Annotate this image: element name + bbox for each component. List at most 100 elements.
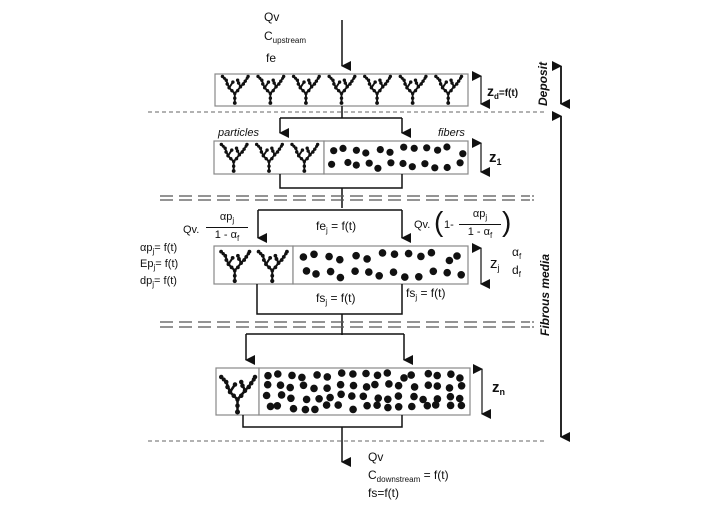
deposit-region-label: Deposit (536, 61, 550, 106)
fiber-dot (390, 250, 399, 258)
fiber-dot (410, 144, 418, 152)
fiber-dot (310, 250, 318, 259)
fiber-dot (328, 160, 336, 168)
fiber-dot (408, 163, 416, 171)
fiber-dot (423, 401, 432, 410)
fiber-dot (387, 159, 395, 167)
fiber-dot (371, 380, 379, 389)
fiber-dot (263, 380, 272, 389)
zd-base: z (487, 83, 494, 99)
fsj-right-sub: j (415, 293, 418, 302)
fiber-dot (365, 268, 373, 276)
right-num-sub: j (485, 213, 488, 223)
zj-base: z (490, 255, 498, 272)
z1-sub: 1 (496, 157, 502, 167)
fiber-dot (384, 403, 392, 412)
particles-label: particles (218, 127, 259, 139)
fiber-dot (325, 252, 333, 261)
fiber-dot (315, 395, 323, 403)
deposit-thickness-label: zd=f(t) (487, 84, 518, 101)
fiber-dot (363, 255, 371, 263)
fiber-dot (363, 401, 371, 410)
fiber-dot (374, 164, 382, 172)
fiber-dot (326, 393, 334, 402)
right-den-sub: f (490, 231, 493, 241)
dpj-sub: j (152, 280, 155, 289)
right-flow-denominator: 1 - αf (459, 225, 501, 240)
fiber-dot (419, 395, 427, 404)
fiber-dot (266, 402, 275, 411)
fiber-dot (336, 273, 345, 282)
fiber-dot (274, 370, 282, 378)
fiber-dot (301, 405, 310, 414)
fiber-dot (264, 371, 272, 380)
fiber-dot (399, 159, 407, 168)
left-num-sub: j (232, 216, 235, 226)
outlet-sieve-label: fs=f(t) (368, 486, 400, 500)
fiber-dot (421, 160, 429, 168)
fiber-dot (400, 143, 408, 151)
inlet-concentration-sub: upstream (272, 36, 307, 45)
layer-j-particles-box (213, 245, 294, 285)
layer-1-fiber-dots (328, 143, 467, 172)
fiber-dot (407, 371, 416, 379)
fiber-dot (447, 370, 455, 379)
apj-base: αp (140, 242, 153, 254)
fsj-right-base: fs (406, 286, 416, 300)
left-den-sub: f (237, 234, 240, 244)
fiber-dot (446, 392, 455, 401)
outlet-c-suffix: = f(t) (420, 468, 449, 482)
fibers-label: fibers (438, 127, 465, 139)
particle-porosity-label: αpj= f(t) (140, 243, 177, 256)
right-flow-fraction: αpj 1 - αf (459, 209, 501, 240)
fiber-dot (352, 146, 360, 154)
fej-sub: j (326, 226, 328, 235)
fsj-left-base: fs (316, 291, 326, 305)
fiber-dot (389, 268, 398, 277)
layer-j-efficiency-label: fej = f(t) (316, 220, 356, 235)
layer-j-fiber-dots (299, 248, 466, 282)
fiber-dot (349, 381, 358, 390)
fiber-dot (456, 159, 464, 167)
right-flow-one-minus: 1- (444, 219, 454, 231)
inlet-efficiency-label: fe (266, 51, 277, 65)
fiber-dot (408, 402, 416, 411)
fiber-dot (336, 380, 345, 389)
fiber-dot (415, 273, 423, 281)
inlet-concentration-label: Cupstream (264, 30, 306, 45)
fiber-dot (431, 401, 440, 409)
layer-1-thickness-label: z1 (489, 150, 502, 167)
fiber-dot (362, 149, 370, 157)
af-sub: f (518, 252, 522, 261)
dpj-suffix: = f(t) (154, 275, 177, 287)
fiber-dot (289, 404, 298, 413)
fiber-dot (286, 383, 295, 392)
fiber-dot (429, 267, 438, 276)
af-base: α (512, 245, 519, 259)
left-flow-numerator: αpj (206, 212, 248, 229)
apj-suffix: = f(t) (154, 242, 178, 254)
epj-base: Ep (140, 258, 154, 270)
dpj-base: dp (140, 275, 153, 287)
right-flow-close-paren: ) (502, 206, 512, 237)
fiber-dot (394, 381, 403, 390)
fiber-dot (348, 392, 356, 400)
fiber-dot (433, 395, 442, 403)
fiber-dot (262, 391, 271, 400)
fiber-dot (299, 381, 308, 390)
fiber-dot (362, 369, 370, 378)
fiber-dot (323, 384, 331, 393)
fiber-dot (330, 147, 338, 155)
outlet-c-sub: downstream (376, 475, 421, 484)
fiber-dot (401, 273, 409, 281)
fiber-porosity-label: αf (512, 246, 521, 261)
fiber-dot (431, 164, 439, 172)
left-flow-fraction: αpj 1 - αf (206, 212, 248, 243)
right-flow-open-paren: ( (434, 206, 444, 237)
fiber-dot (312, 270, 320, 278)
fiber-diameter-label: df (512, 264, 521, 279)
fsj-left-sub: j (325, 298, 328, 307)
fej-suffix: = f(t) (327, 219, 357, 233)
df-sub: f (518, 270, 521, 279)
